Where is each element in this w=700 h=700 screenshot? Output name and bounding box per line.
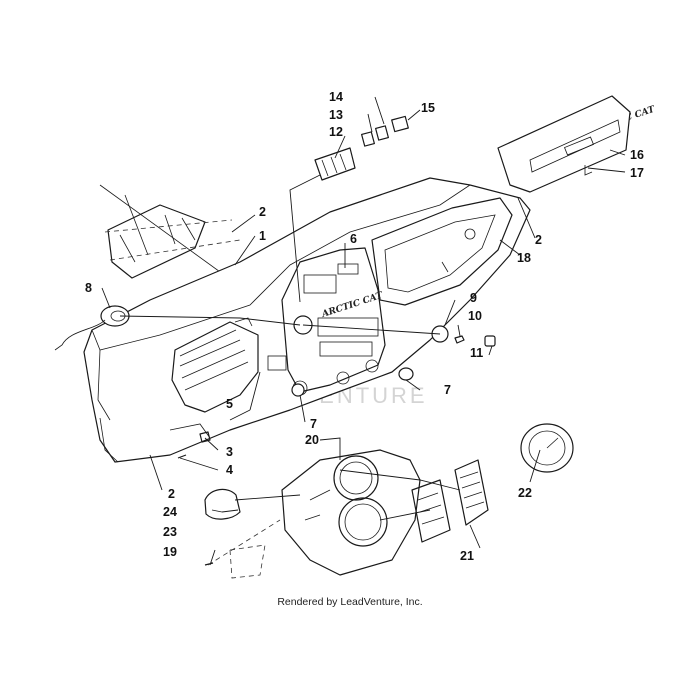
callout-24: 24 (163, 505, 177, 519)
cap-7-lower (291, 383, 305, 397)
callout-9: 9 (470, 291, 477, 305)
screw-4 (177, 454, 187, 459)
callout-11: 11 (470, 346, 483, 360)
dashboard-panel (83, 177, 531, 463)
callout-16: 16 (630, 148, 644, 162)
callout-21: 21 (460, 549, 474, 563)
bezel-ring-24 (204, 488, 241, 520)
knob-11 (484, 335, 496, 347)
cap-7-upper (398, 367, 414, 381)
render-credit: Rendered by LeadVenture, Inc. (277, 596, 423, 608)
callout-17: 17 (630, 166, 644, 180)
callout-6: 6 (350, 232, 357, 246)
clip-23 (211, 509, 223, 513)
callout-8: 8 (85, 281, 92, 295)
screw-3 (199, 431, 211, 443)
switch-15 (391, 115, 409, 133)
callout-15: 15 (421, 101, 435, 115)
callout-2: 2 (259, 205, 266, 219)
instrument-cluster (497, 95, 631, 193)
callout-labels: 1 2 2 2 3 4 5 6 7 7 8 9 10 11 12 13 14 1… (85, 90, 644, 563)
callout-7: 7 (310, 417, 317, 431)
callout-7: 7 (444, 383, 451, 397)
callout-1: 1 (259, 229, 266, 243)
switch-14 (375, 125, 389, 141)
callout-10: 10 (468, 309, 482, 323)
callout-23: 23 (163, 525, 177, 539)
callout-2: 2 (535, 233, 542, 247)
callout-14: 14 (329, 90, 343, 104)
callout-18: 18 (517, 251, 531, 265)
callout-4: 4 (226, 463, 233, 477)
callout-13: 13 (329, 108, 343, 122)
callout-5: 5 (226, 397, 233, 411)
switch-bank (314, 147, 356, 181)
callout-20: 20 (305, 433, 319, 447)
gauge (520, 423, 574, 473)
switch-13 (361, 131, 375, 147)
decal-panels (411, 459, 489, 543)
leader-lines (101, 96, 626, 566)
callout-22: 22 (518, 486, 532, 500)
lamp-10 (454, 335, 465, 344)
callout-3: 3 (226, 445, 233, 459)
callout-2: 2 (168, 487, 175, 501)
callout-19: 19 (163, 545, 177, 559)
instrument-pod-housing (281, 449, 421, 576)
callout-12: 12 (329, 125, 343, 139)
